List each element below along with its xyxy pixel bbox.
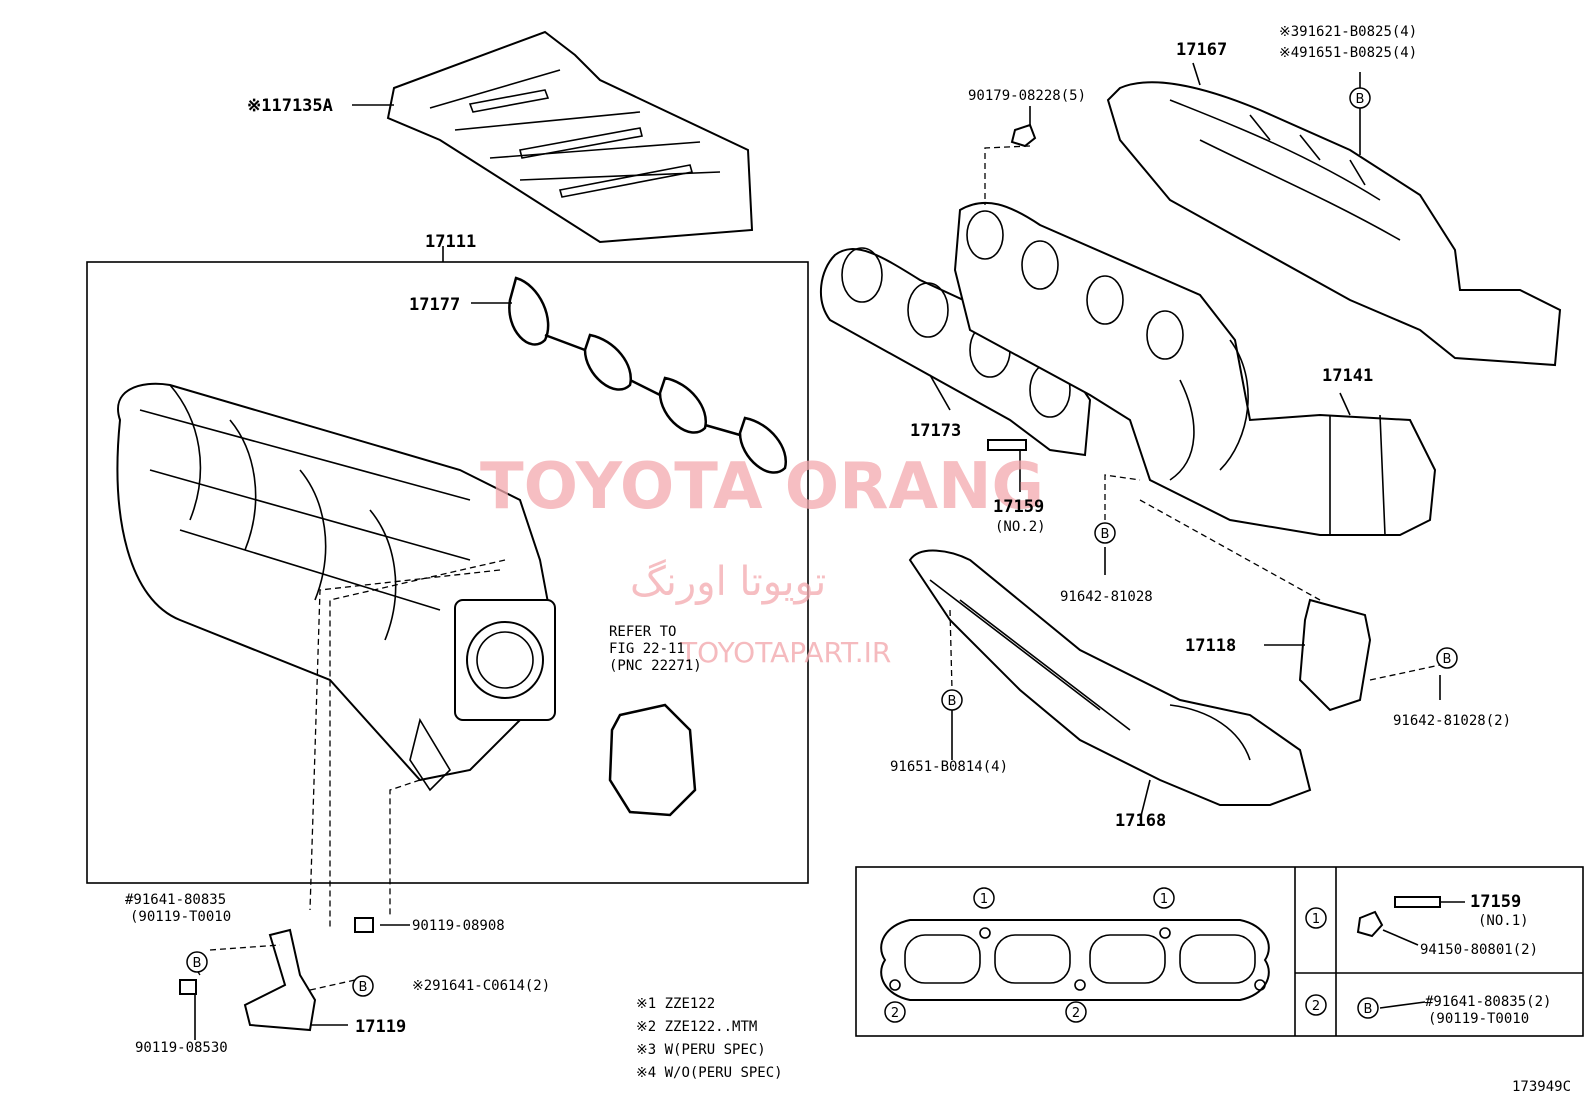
- label-90119-08908: 90119-08908: [412, 918, 505, 934]
- watermark-url: TOYOTAPART.IR: [679, 636, 891, 669]
- label-17118: 17118: [1185, 636, 1236, 656]
- intake-manifold-17111: [116, 382, 557, 792]
- label-90119-t0010: (90119-T0010: [130, 909, 231, 925]
- bracket-17118: [1298, 598, 1372, 712]
- svg-text:2: 2: [1072, 1006, 1080, 1021]
- b-callout: B: [1436, 647, 1458, 669]
- b-callout: B: [1349, 87, 1371, 109]
- manifold-insulator-17167: [1106, 81, 1562, 367]
- label-90119-08530: 90119-08530: [135, 1040, 228, 1056]
- bracket-17119: [243, 928, 317, 1032]
- watermark-brand: TOYOTA ORANG: [480, 450, 1044, 524]
- b-callout: B: [941, 689, 963, 711]
- nut-icon: [1010, 123, 1037, 148]
- label-17135a: ※117135A: [247, 96, 333, 116]
- svg-text:B: B: [1443, 652, 1452, 667]
- throttle-body-gasket: [608, 703, 697, 817]
- note-2: ※2 ZZE122..MTM: [636, 1019, 757, 1035]
- svg-text:1: 1: [1312, 912, 1320, 927]
- label-17159-no2: 17159: [993, 497, 1044, 517]
- label-91651-b0825: ※491651-B0825(4): [1279, 45, 1417, 61]
- note-1: ※1 ZZE122: [636, 996, 715, 1012]
- label-91641-c0614: ※291641-C0614(2): [412, 978, 550, 994]
- b-callout: B: [1094, 522, 1116, 544]
- intake-insulator-17135a: [386, 30, 754, 244]
- inset-label-17159-sub: (NO.1): [1478, 913, 1529, 929]
- stud-icon: [987, 439, 1027, 451]
- label-17111: 17111: [425, 232, 476, 252]
- label-91642-81028-2: 91642-81028(2): [1393, 713, 1511, 729]
- refer-line2: FIG 22-11: [609, 641, 685, 657]
- callout-1: 1: [1153, 887, 1175, 909]
- label-17167: 17167: [1176, 40, 1227, 60]
- exhaust-manifold-17141: [953, 201, 1437, 536]
- svg-text:1: 1: [980, 892, 988, 907]
- label-91642-81028: 91642-81028: [1060, 589, 1153, 605]
- note-3: ※3 W(PERU SPEC): [636, 1042, 766, 1058]
- callout-1: 1: [1305, 907, 1327, 929]
- svg-text:B: B: [193, 956, 202, 971]
- svg-text:B: B: [1356, 92, 1365, 107]
- figure-code: 173949C: [1512, 1079, 1571, 1095]
- inset-gasket-outline: [880, 919, 1270, 1001]
- label-17159-no2-sub: (NO.2): [995, 519, 1046, 535]
- callout-2: 2: [884, 1001, 906, 1023]
- callout-2: 2: [1305, 994, 1327, 1016]
- lower-insulator-17168: [908, 549, 1312, 806]
- bolt-icon: [179, 979, 197, 995]
- refer-line3: (PNC 22271): [609, 658, 702, 674]
- svg-text:B: B: [359, 980, 368, 995]
- b-callouts: B B B B B B: [186, 87, 1458, 997]
- svg-text:1: 1: [1160, 892, 1168, 907]
- b-callout: B: [186, 951, 208, 973]
- inset-label-91641: #91641-80835(2): [1425, 994, 1551, 1010]
- gasket-17177: [508, 276, 788, 474]
- label-17173: 17173: [910, 421, 961, 441]
- label-17168: 17168: [1115, 811, 1166, 831]
- label-17177: 17177: [409, 295, 460, 315]
- refer-line1: REFER TO: [609, 624, 676, 640]
- intake-manifold-box: [86, 261, 809, 884]
- svg-text:B: B: [1101, 527, 1110, 542]
- watermark-farsi: تویوتا اورنگ: [630, 559, 826, 605]
- svg-text:2: 2: [891, 1006, 899, 1021]
- callout-2: 2: [1065, 1001, 1087, 1023]
- label-91651-b0814: 91651-B0814(4): [890, 759, 1008, 775]
- svg-text:2: 2: [1312, 999, 1320, 1014]
- bolt-icon: [354, 917, 374, 933]
- note-4: ※4 W/O(PERU SPEC): [636, 1065, 783, 1081]
- part-labels: ※117135A 17111 17177 17167 ※391621-B0825…: [125, 24, 1571, 1095]
- watermark: TOYOTA ORANG تویوتا اورنگ TOYOTAPART.IR: [480, 450, 1044, 669]
- svg-text:B: B: [1364, 1002, 1373, 1017]
- b-callout: B: [1357, 997, 1379, 1019]
- fastener-icons: [179, 123, 1441, 995]
- callout-1: 1: [973, 887, 995, 909]
- inset-label-17159: 17159: [1470, 892, 1521, 912]
- label-90179-08228: 90179-08228(5): [968, 88, 1086, 104]
- svg-text:B: B: [948, 694, 957, 709]
- stud-icon: [1394, 896, 1441, 908]
- b-callout: B: [352, 975, 374, 997]
- label-17141: 17141: [1322, 366, 1373, 386]
- inset-label-90119: (90119-T0010: [1428, 1011, 1529, 1027]
- label-91621-b0825: ※391621-B0825(4): [1279, 24, 1417, 40]
- label-17119: 17119: [355, 1017, 406, 1037]
- inset-label-94150: 94150-80801(2): [1420, 942, 1538, 958]
- gasket-inset-table: 1 1 2 2 1 2 B 17159 (NO.1) 94150-80801(2…: [855, 866, 1584, 1037]
- nut-icon: [1356, 910, 1384, 938]
- label-91641-80835: #91641-80835: [125, 892, 226, 908]
